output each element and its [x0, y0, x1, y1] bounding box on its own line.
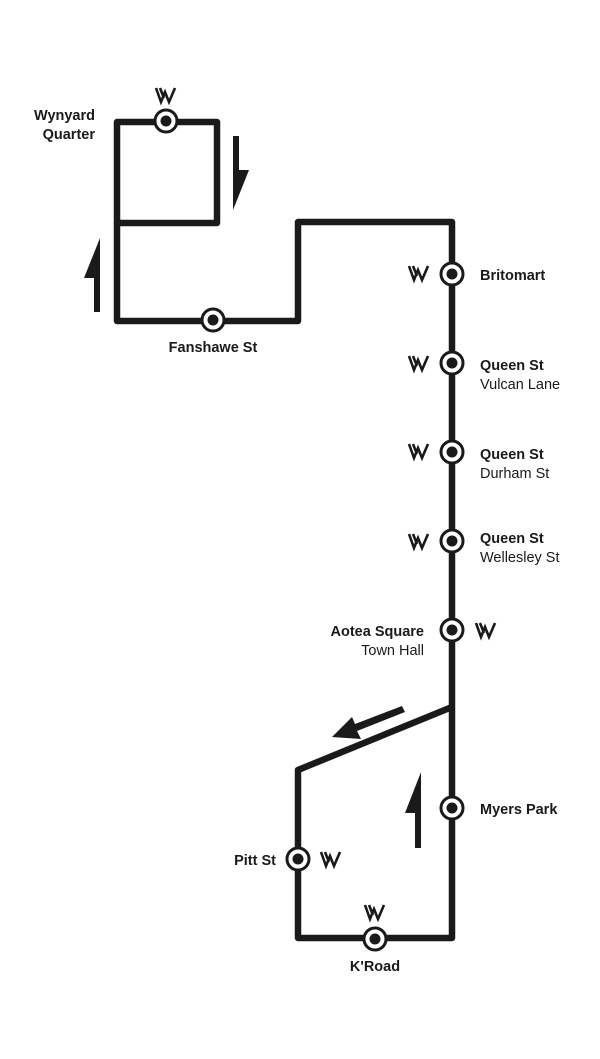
w-icon [407, 355, 430, 374]
w-icon [363, 904, 386, 923]
stop-sublabel-town-hall: Town Hall [361, 643, 424, 659]
stop-queen-st-vulcan-lane[interactable] [439, 350, 465, 376]
stop-queen-st-wellesley-st[interactable] [439, 528, 465, 554]
route-wynyard-loop [113, 118, 221, 227]
direction-arrows [84, 136, 421, 848]
stop-label-queen-st-1: Queen St [480, 358, 544, 374]
stop-k-road[interactable] [362, 926, 388, 952]
stop-label-fanshawe-st: Fanshawe St [169, 340, 258, 356]
stop-wynyard-quarter[interactable] [153, 108, 179, 134]
stop-label-myers-park: Myers Park [480, 802, 558, 818]
stop-sublabel-wellesley-st: Wellesley St [480, 550, 560, 566]
stop-label-pitt-st: Pitt St [234, 853, 276, 869]
stop-label-wynyard-2: Quarter [43, 127, 96, 143]
stop-label-aotea-square: Aotea Square [331, 624, 424, 640]
stop-myers-park[interactable] [439, 795, 465, 821]
direction-arrow-icon [332, 706, 405, 739]
stop-queen-st-durham-st[interactable] [439, 439, 465, 465]
stop-fanshawe-st[interactable] [200, 307, 226, 333]
w-icon [154, 87, 177, 106]
stop-label-queen-st-3: Queen St [480, 531, 544, 547]
w-icon [407, 265, 430, 284]
stop-label-k-road: K'Road [350, 959, 400, 975]
stop-sublabel-durham-st: Durham St [480, 466, 549, 482]
stop-sublabel-vulcan-lane: Vulcan Lane [480, 377, 560, 393]
direction-arrow-icon [84, 238, 100, 312]
stop-aotea-square[interactable] [439, 617, 465, 643]
w-icon [407, 533, 430, 552]
stop-label-wynyard: Wynyard [34, 108, 95, 124]
direction-arrow-icon [233, 136, 249, 210]
route-main-line [113, 218, 456, 942]
stop-label-britomart: Britomart [480, 268, 545, 284]
stops [153, 108, 465, 952]
stop-label-queen-st-2: Queen St [480, 447, 544, 463]
w-icon [407, 443, 430, 462]
station-feature-icons [154, 87, 497, 923]
stop-pitt-st[interactable] [285, 846, 311, 872]
w-icon [474, 622, 497, 641]
stop-britomart[interactable] [439, 261, 465, 287]
direction-arrow-icon [405, 772, 421, 848]
w-icon [319, 851, 342, 870]
route-lines [113, 118, 456, 942]
stop-labels: Wynyard Quarter Fanshawe St Britomart Qu… [34, 108, 560, 975]
